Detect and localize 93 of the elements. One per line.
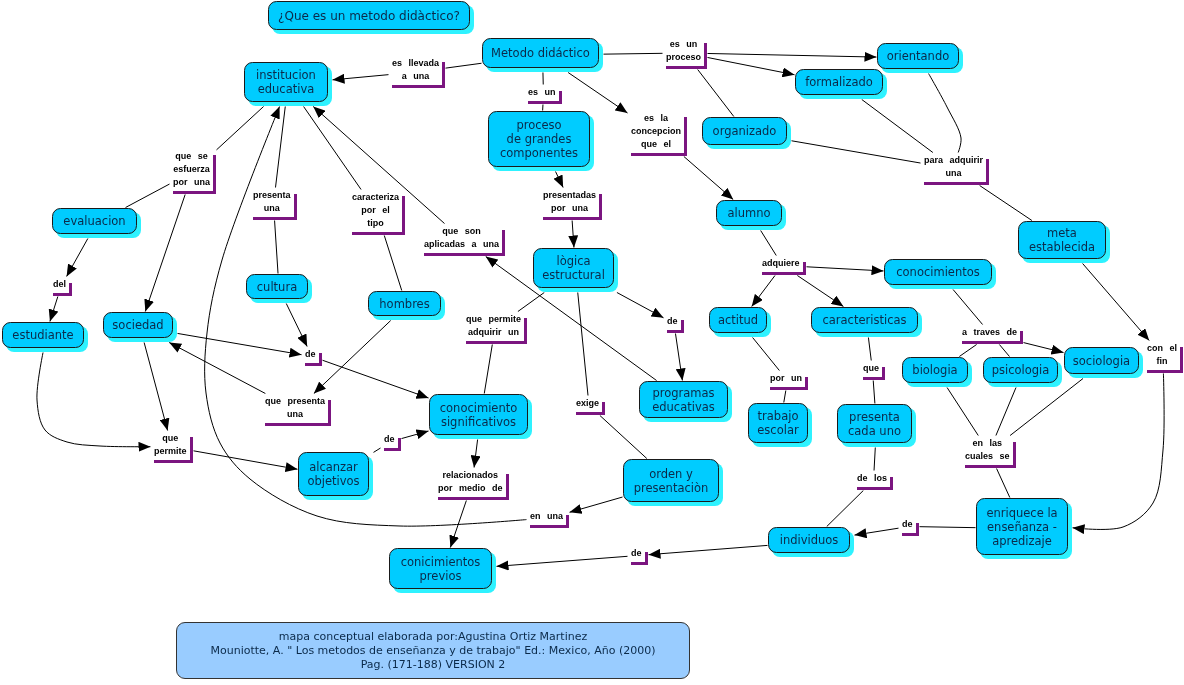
arrow	[568, 220, 579, 248]
connector-line	[577, 292, 589, 396]
arrow	[193, 450, 298, 473]
linking-phrase: que presenta una	[262, 394, 332, 426]
connector-line	[872, 380, 876, 404]
linking-phrase: de	[381, 432, 401, 451]
connector-line	[483, 344, 493, 394]
arrow	[806, 265, 884, 276]
connector-line	[275, 106, 286, 188]
connector-line	[303, 106, 362, 190]
linking-phrase: de los	[854, 471, 893, 490]
arrow	[707, 56, 795, 78]
arrow	[322, 359, 429, 399]
linking-phrase: con el fin	[1144, 341, 1183, 373]
connector-line	[383, 235, 403, 291]
linking-phrase: presentadas por una	[540, 188, 603, 220]
linking-phrase: relacionados por medio de	[435, 468, 509, 500]
connector-line	[873, 447, 876, 471]
connector-line	[791, 140, 921, 164]
connector-line	[979, 185, 1033, 221]
arrow	[332, 73, 389, 84]
linking-phrase: exige	[573, 396, 605, 415]
connector-line	[861, 99, 934, 153]
linking-phrase: que permite adquirir un	[463, 312, 527, 344]
arrow	[144, 194, 186, 312]
linking-phrase: es llevada a una	[389, 56, 446, 88]
connector-line	[867, 337, 872, 361]
arrow	[449, 500, 467, 548]
linking-phrase: caracteriza por el tipo	[349, 190, 406, 235]
connector-line	[216, 106, 265, 151]
arrow	[553, 171, 564, 188]
connector-line	[1009, 378, 1084, 436]
connector-line	[697, 69, 735, 117]
arrow	[285, 303, 308, 347]
arrow	[496, 555, 628, 571]
arrow	[1023, 342, 1064, 355]
connector-line	[373, 447, 381, 453]
connector-line	[928, 73, 962, 153]
arrow	[567, 72, 628, 114]
connector-line	[603, 52, 663, 55]
connector-line	[919, 526, 976, 529]
connector-line	[445, 62, 482, 69]
linking-phrase: de	[664, 314, 684, 333]
arrow	[143, 342, 170, 431]
arrow	[204, 106, 527, 527]
connector-line	[760, 230, 777, 256]
arrow	[66, 238, 89, 277]
arrow	[177, 332, 302, 358]
connector-line	[958, 344, 978, 357]
arrow	[36, 352, 151, 452]
arrow	[168, 342, 266, 394]
linking-phrase: de	[628, 546, 648, 565]
linking-phrase: en las cuales se	[962, 436, 1016, 468]
arrow	[796, 275, 844, 307]
connector-line	[946, 387, 979, 436]
linking-phrase: a traves de	[959, 325, 1024, 344]
connector-line	[542, 104, 544, 111]
arrow	[1082, 263, 1150, 341]
linking-phrase: es la concepcion que el	[628, 111, 687, 156]
arrow	[707, 51, 877, 62]
connector-line	[599, 415, 648, 459]
connector-line	[998, 344, 1010, 357]
arrow	[674, 333, 686, 381]
arrow	[569, 496, 623, 514]
arrow	[648, 544, 768, 559]
linking-phrase: para adquirir una	[921, 153, 989, 185]
arrow	[470, 439, 481, 468]
arrow	[751, 275, 776, 307]
map-title: ¿Que es un metodo didàctico?	[268, 1, 474, 34]
connector-line	[826, 490, 864, 527]
connector-line	[783, 390, 787, 403]
linking-phrase: de	[302, 347, 322, 366]
arrow	[485, 256, 658, 381]
connector-line	[752, 337, 780, 371]
connector-line	[542, 72, 544, 85]
linking-phrase: adquiere	[759, 256, 806, 275]
source-caption: mapa conceptual elaborada por:Agustina Ortiz Martinez Mouniotte, A. " Los metodos de enseñanza y de trabajo" Ed.: Mexico, Año (2000) Pag. (171-188) VERSION 2	[176, 622, 690, 679]
connector-line	[996, 468, 1011, 498]
arrow	[1072, 373, 1165, 535]
arrow	[616, 292, 664, 319]
connector-line	[274, 220, 279, 274]
connector-line	[125, 183, 170, 208]
connector-line	[952, 289, 984, 325]
arrow	[683, 156, 734, 200]
connector-line	[517, 292, 545, 312]
linking-phrase: de	[899, 517, 919, 536]
arrow	[854, 527, 899, 539]
linking-phrase: del	[50, 277, 72, 296]
connector-line	[995, 387, 1017, 436]
arrow	[48, 296, 59, 322]
arrow	[312, 106, 445, 224]
arrow	[313, 320, 392, 394]
arrow	[401, 429, 429, 440]
